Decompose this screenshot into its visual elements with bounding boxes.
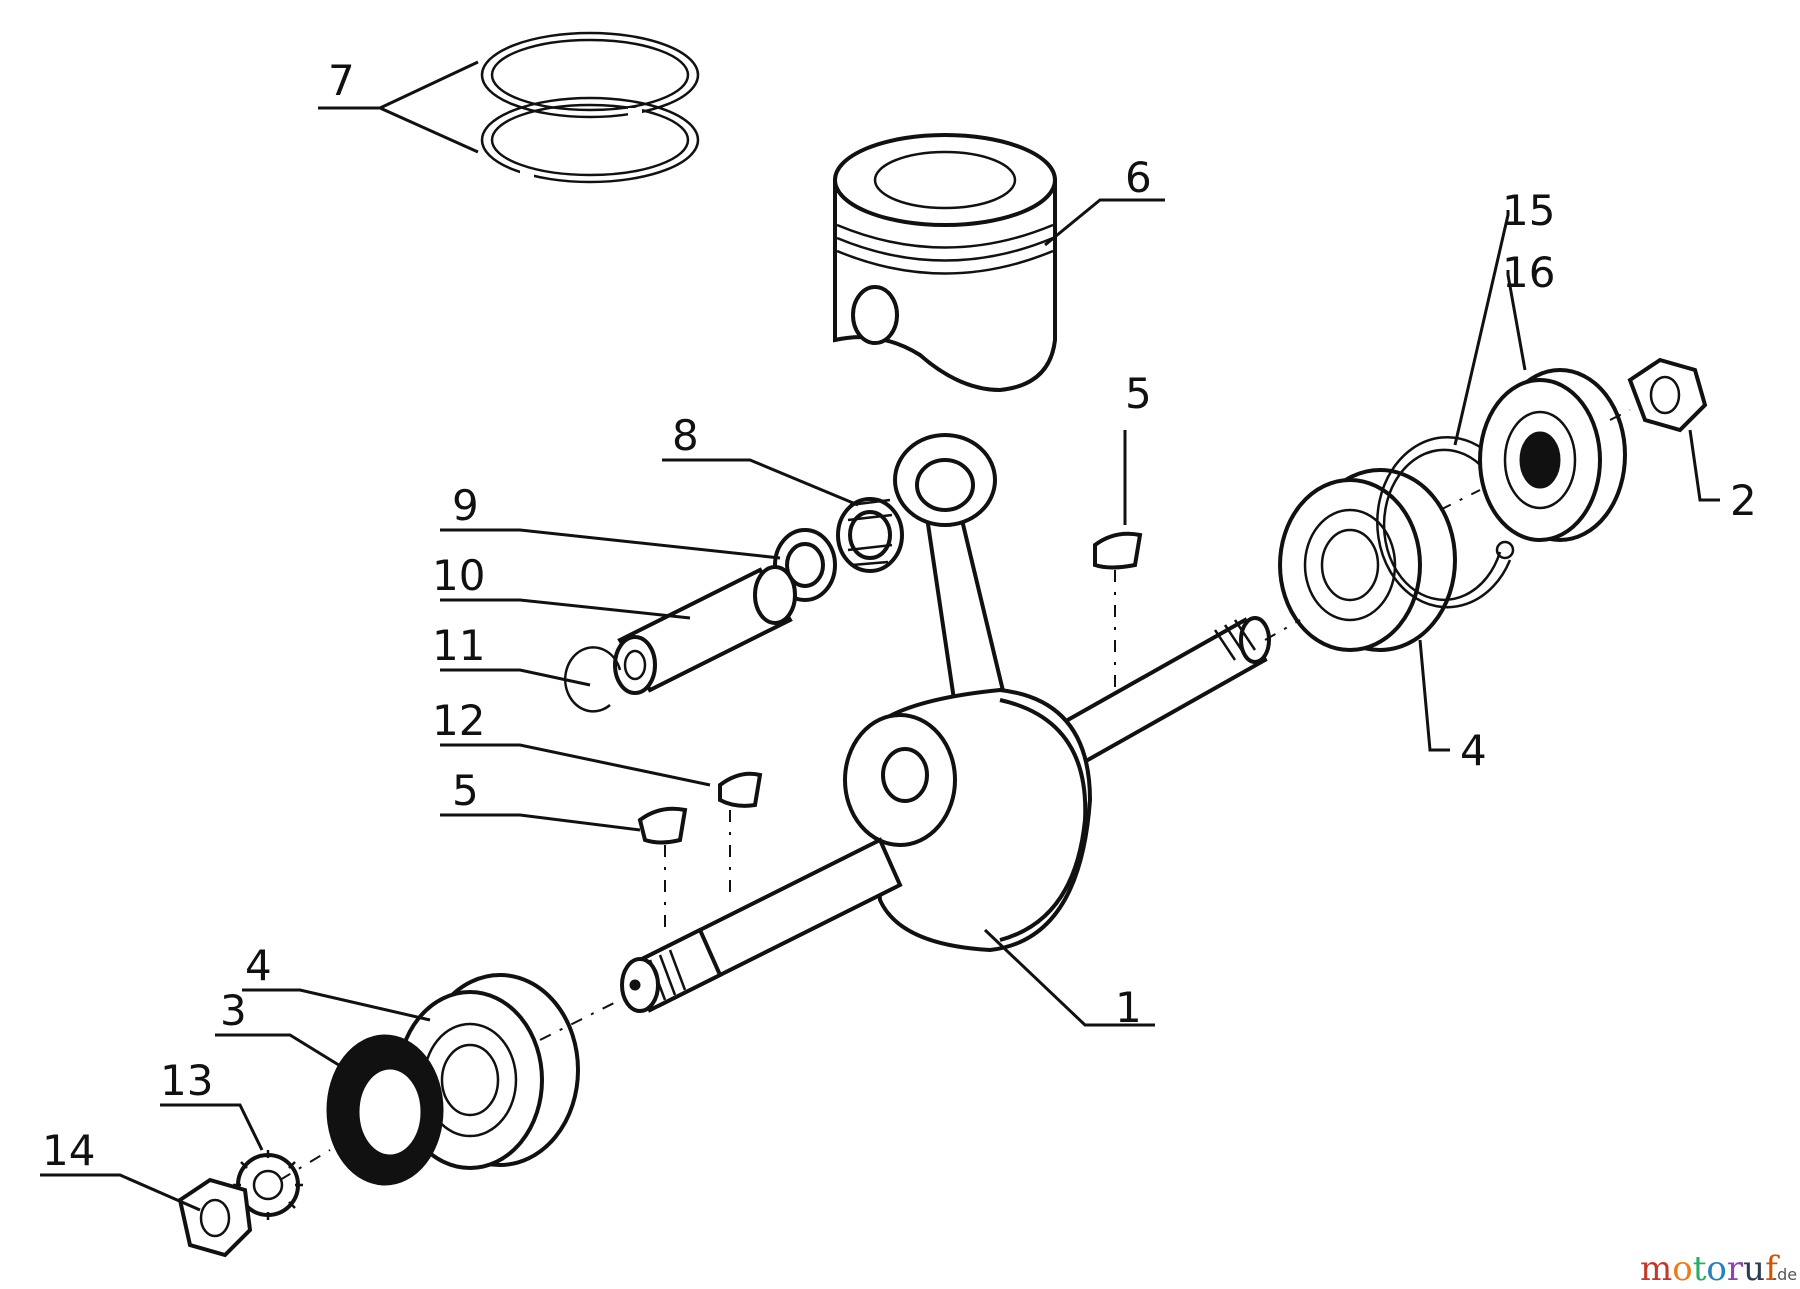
assembly-axes bbox=[279, 409, 1631, 1181]
hex-nut-left bbox=[177, 1177, 253, 1258]
callout-10: 10 bbox=[432, 551, 485, 600]
wm-letter-f: f bbox=[1765, 1249, 1780, 1289]
callout-9: 9 bbox=[452, 481, 479, 530]
leader-lines bbox=[40, 60, 1720, 1212]
hex-nut-right bbox=[1627, 357, 1708, 433]
callout-14: 14 bbox=[42, 1126, 95, 1175]
svg-text:motoruf: motoruf bbox=[1640, 1249, 1780, 1289]
wm-letter-t: t bbox=[1693, 1249, 1707, 1289]
piston-rings bbox=[480, 31, 700, 184]
callout-5-top: 5 bbox=[1125, 369, 1152, 418]
ball-bearing-snap bbox=[1478, 368, 1627, 542]
thrust-washer bbox=[773, 528, 837, 602]
wm-letter-o2: o bbox=[1706, 1249, 1726, 1289]
needle-bearing bbox=[836, 497, 904, 573]
wm-letter-u: u bbox=[1743, 1249, 1765, 1289]
wm-letter-o1: o bbox=[1672, 1249, 1692, 1289]
wm-letter-r: r bbox=[1727, 1249, 1744, 1289]
ball-bearing-right bbox=[1278, 468, 1457, 652]
crankshaft bbox=[620, 616, 1271, 1013]
piston-pin bbox=[613, 565, 797, 695]
circlip bbox=[564, 646, 622, 713]
piston bbox=[833, 133, 1057, 393]
callout-2: 2 bbox=[1730, 476, 1757, 525]
callout-8: 8 bbox=[672, 411, 699, 460]
callout-12: 12 bbox=[432, 696, 485, 745]
callout-5-left: 5 bbox=[452, 766, 479, 815]
watermark-logo: motoruf .de bbox=[1640, 1249, 1797, 1289]
callout-4-left: 4 bbox=[245, 941, 272, 990]
callout-7: 7 bbox=[328, 56, 355, 105]
callout-13: 13 bbox=[160, 1056, 213, 1105]
callout-11: 11 bbox=[432, 621, 485, 670]
callout-4-right: 4 bbox=[1460, 726, 1487, 775]
callout-1: 1 bbox=[1115, 983, 1142, 1032]
callout-3: 3 bbox=[220, 986, 247, 1035]
callout-6: 6 bbox=[1125, 153, 1152, 202]
woodruff-keys bbox=[637, 531, 1143, 935]
watermark-tld: .de bbox=[1772, 1265, 1797, 1284]
oil-seal bbox=[326, 1034, 444, 1186]
callout-16: 16 bbox=[1502, 248, 1555, 297]
toothed-washer bbox=[233, 1150, 303, 1220]
callout-15: 15 bbox=[1502, 186, 1555, 235]
callout-labels: 7 6 15 16 5 8 9 10 11 12 5 2 4 1 4 3 13 … bbox=[42, 56, 1757, 1175]
wm-letter-m: m bbox=[1640, 1249, 1672, 1289]
